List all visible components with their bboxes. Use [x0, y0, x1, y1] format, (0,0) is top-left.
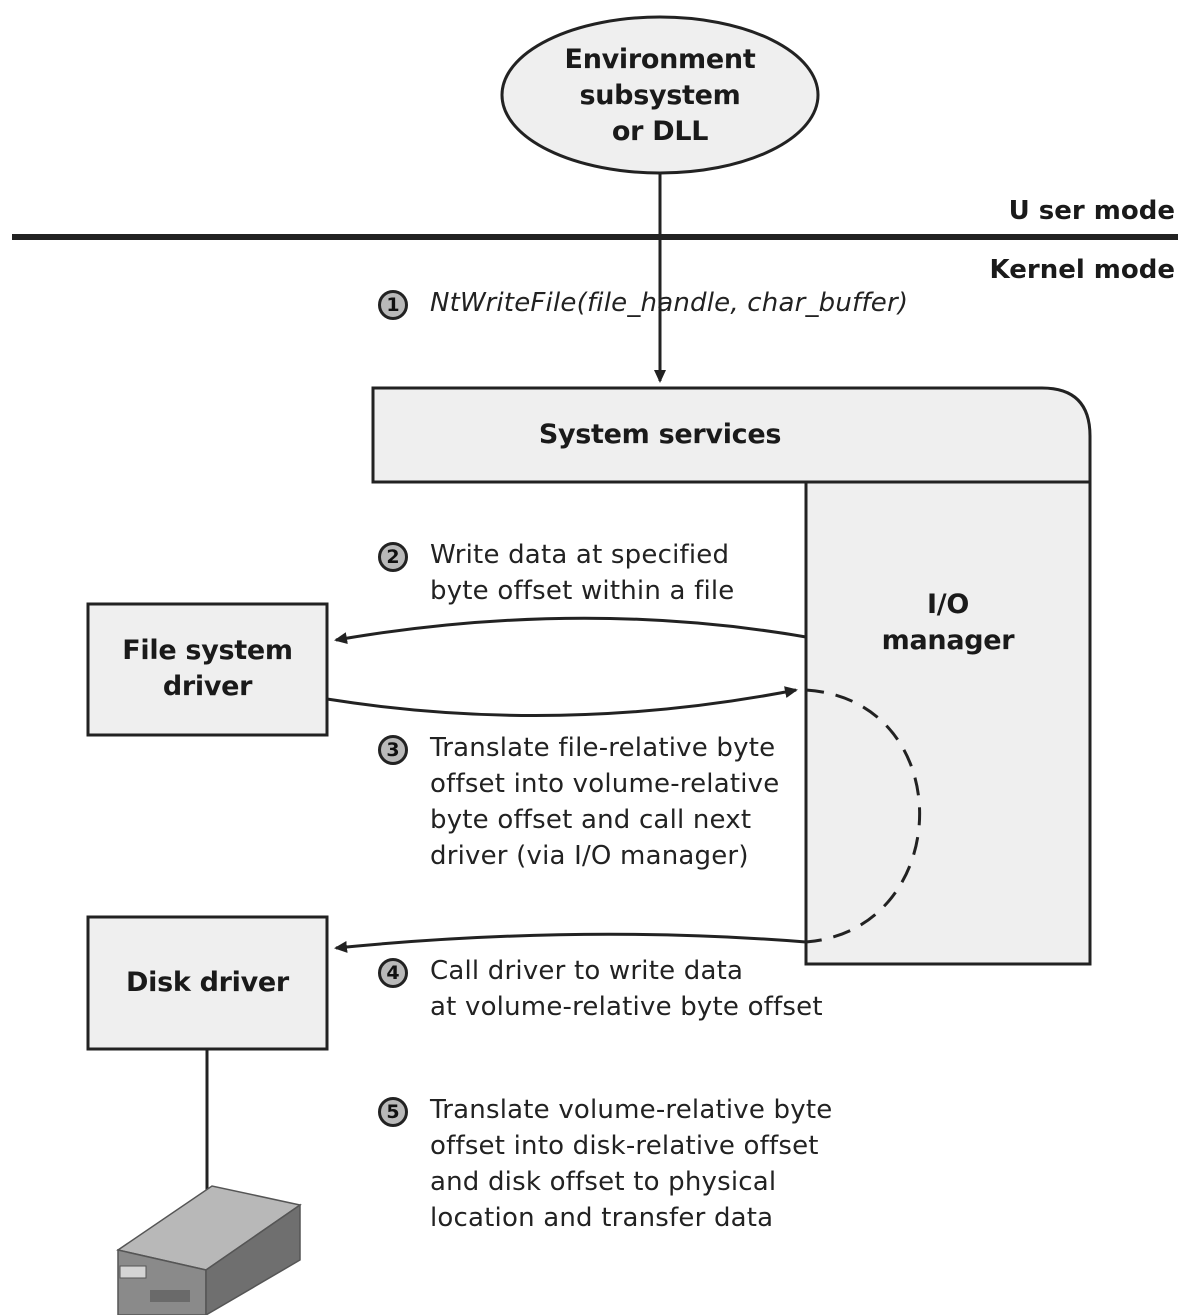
step-5-text: Translate volume-relative byte offset in…: [430, 1095, 833, 1233]
file-system-driver-label: File system driver: [122, 635, 293, 702]
step-4-text: Call driver to write data at volume-rela…: [430, 956, 823, 1022]
disk-driver-label: Disk driver: [126, 967, 289, 998]
environment-label: Environment subsystem or DLL: [564, 44, 756, 147]
system-services-label: System services: [538, 419, 782, 450]
io-internal-dashed-loop: [805, 688, 922, 944]
kernel-mode-label: Kernel mode: [989, 255, 1175, 285]
step-3-badge: 3: [378, 735, 408, 765]
fsd-to-io-arrow: [326, 686, 798, 717]
step-3-text: Translate file-relative byte offset into…: [430, 733, 780, 871]
user-mode-label: U ser mode: [1008, 196, 1175, 226]
io-to-fsd-arrow: [334, 616, 807, 645]
step-4-badge: 4: [378, 958, 408, 988]
step-5-badge: 5: [378, 1097, 408, 1127]
step-2-text: Write data at specified byte offset with…: [430, 540, 735, 606]
file-system-driver-box: [86, 602, 329, 737]
disk-driver-box: [86, 915, 329, 1051]
step-1-text: NtWriteFile(file_handle, char_buffer): [430, 288, 909, 318]
io-manager-label: I/O manager: [881, 589, 1015, 656]
io-manager-box: [804, 480, 1092, 966]
disk-drive-icon: [116, 1185, 302, 1315]
step-1-badge: 1: [378, 290, 408, 320]
io-to-disk-driver-arrow: [334, 932, 807, 953]
system-services-box: [371, 386, 1092, 484]
step-2-badge: 2: [378, 542, 408, 572]
